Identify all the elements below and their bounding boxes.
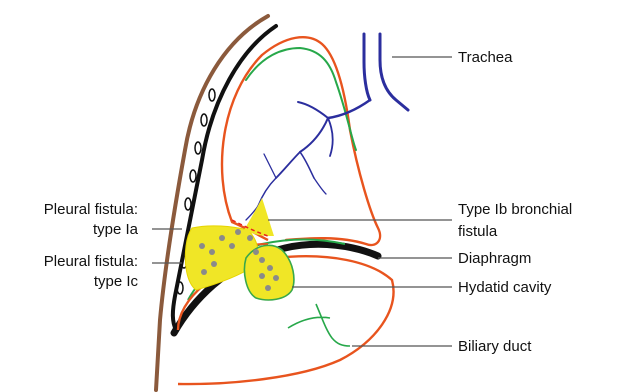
label-hydatid-cavity: Hydatid cavity bbox=[458, 279, 552, 296]
label-pleural-fistula-2-line2: type Ic bbox=[94, 273, 139, 290]
label-diaphragm: Diaphragm bbox=[458, 250, 531, 267]
cyst-hepatic-part bbox=[244, 245, 293, 300]
label-trachea: Trachea bbox=[458, 49, 513, 66]
biliary-duct bbox=[288, 304, 350, 346]
label-pleural-fistula-2-line1: Pleural fistula: bbox=[44, 253, 138, 270]
lung-outline bbox=[222, 37, 380, 245]
label-pleural-fistula-1-line1: Pleural fistula: bbox=[44, 201, 138, 218]
label-bronchial-fistula-line2: fistula bbox=[458, 223, 498, 240]
label-bronchial-fistula-line1: Type Ib bronchial bbox=[458, 201, 572, 218]
label-pleural-fistula-1-line2: type Ia bbox=[93, 221, 139, 238]
label-biliary-duct: Biliary duct bbox=[458, 338, 532, 355]
visceral-pleura bbox=[246, 48, 356, 150]
